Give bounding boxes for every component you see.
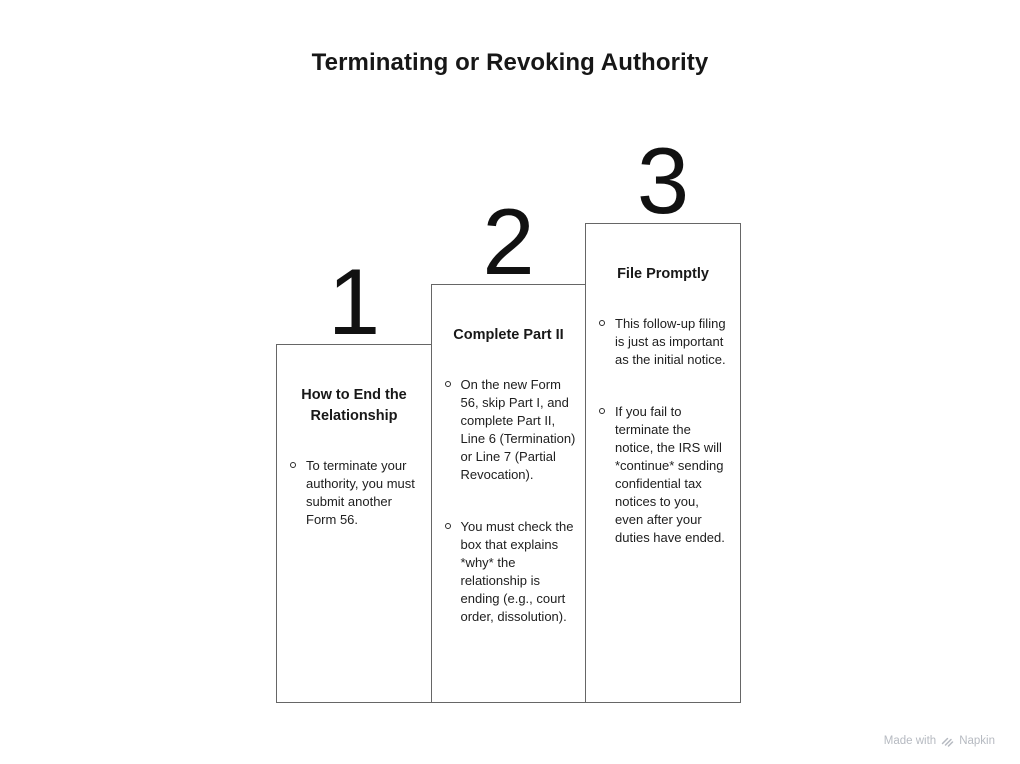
step-3-bullet-list: This follow-up filing is just as importa… (598, 315, 730, 547)
step-2-heading: Complete Part II (453, 327, 564, 343)
step-3-heading: File Promptly (617, 266, 709, 282)
napkin-logo-icon (941, 735, 954, 747)
watermark-prefix: Made with (883, 735, 937, 747)
step-2-number: 2 (482, 189, 535, 294)
bullet-item: To terminate your authority, you must su… (289, 457, 421, 529)
step-3-number: 3 (636, 128, 690, 233)
step-1-box: How to End the Relationship To terminate… (276, 344, 432, 703)
page-title: Terminating or Revoking Authority (311, 49, 709, 76)
step-3-box: File Promptly This follow-up filing is j… (585, 223, 741, 703)
staircase-diagram: 1 How to End the Relationship To termina… (276, 0, 741, 703)
step-3: 3 File Promptly This follow-up filing is… (585, 134, 741, 703)
bullet-item: You must check the box that explains *wh… (444, 518, 576, 626)
step-2-bullet-list: On the new Form 56, skip Part I, and com… (444, 376, 576, 626)
bullet-item: On the new Form 56, skip Part I, and com… (444, 376, 576, 484)
bullet-item: If you fail to terminate the notice, the… (598, 403, 730, 547)
step-2: 2 Complete Part II On the new Form 56, s… (430, 189, 587, 703)
watermark-brand: Napkin (959, 735, 995, 747)
bullet-item: This follow-up filing is just as importa… (598, 315, 730, 369)
step-1-number: 1 (327, 249, 381, 354)
step-1: 1 How to End the Relationship To termina… (276, 255, 432, 703)
step-1-bullet-list: To terminate your authority, you must su… (289, 457, 421, 529)
step-2-box: Complete Part II On the new Form 56, ski… (430, 284, 587, 703)
made-with-napkin-watermark: Made with Napkin (884, 735, 995, 747)
step-1-heading: How to End the Relationship (301, 387, 407, 425)
